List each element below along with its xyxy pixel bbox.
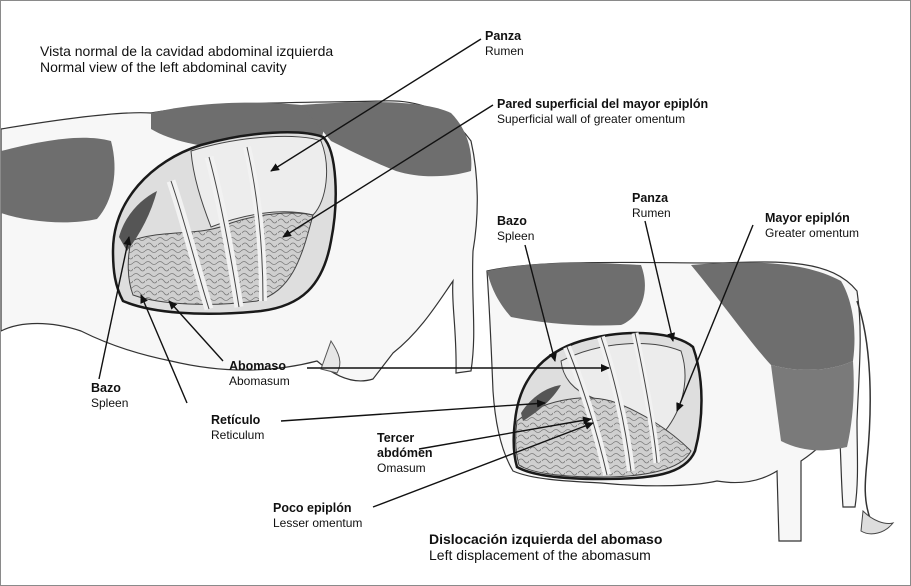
label-abomasum: Abomaso Abomasum	[229, 359, 290, 389]
label-omasum-en: Omasum	[377, 461, 433, 476]
label-rumen-top-en: Rumen	[485, 44, 524, 59]
label-omasum: Tercer abdómen Omasum	[377, 431, 433, 476]
label-spleen-right: Bazo Spleen	[497, 214, 534, 244]
label-greater-omentum: Mayor epiplón Greater omentum	[765, 211, 859, 241]
normal-view-title-en: Normal view of the left abdominal cavity	[40, 59, 333, 75]
label-superficial-wall-es: Pared superficial del mayor epiplón	[497, 97, 708, 112]
label-reticulum: Retículo Reticulum	[211, 413, 264, 443]
label-rumen-right-en: Rumen	[632, 206, 671, 221]
label-omasum-es-2: abdómen	[377, 446, 433, 461]
displacement-title: Dislocación izquierda del abomaso Left d…	[429, 531, 662, 563]
label-spleen-right-en: Spleen	[497, 229, 534, 244]
label-rumen-top-es: Panza	[485, 29, 524, 44]
label-superficial-wall-en: Superficial wall of greater omentum	[497, 112, 708, 127]
displacement-title-en: Left displacement of the abomasum	[429, 547, 662, 563]
label-abomasum-en: Abomasum	[229, 374, 290, 389]
label-lesser-omentum-en: Lesser omentum	[273, 516, 362, 531]
label-rumen-top: Panza Rumen	[485, 29, 524, 59]
label-spleen-left-es: Bazo	[91, 381, 128, 396]
label-superficial-wall: Pared superficial del mayor epiplón Supe…	[497, 97, 708, 127]
normal-view-title-es: Vista normal de la cavidad abdominal izq…	[40, 43, 333, 59]
label-reticulum-en: Reticulum	[211, 428, 264, 443]
label-reticulum-es: Retículo	[211, 413, 264, 428]
label-greater-omentum-en: Greater omentum	[765, 226, 859, 241]
label-rumen-right: Panza Rumen	[632, 191, 671, 221]
label-abomasum-es: Abomaso	[229, 359, 290, 374]
label-spleen-right-es: Bazo	[497, 214, 534, 229]
label-spleen-left: Bazo Spleen	[91, 381, 128, 411]
displacement-title-es: Dislocación izquierda del abomaso	[429, 531, 662, 547]
normal-view-title: Vista normal de la cavidad abdominal izq…	[40, 43, 333, 75]
label-spleen-left-en: Spleen	[91, 396, 128, 411]
label-greater-omentum-es: Mayor epiplón	[765, 211, 859, 226]
label-omasum-es-1: Tercer	[377, 431, 433, 446]
label-lesser-omentum: Poco epiplón Lesser omentum	[273, 501, 362, 531]
label-rumen-right-es: Panza	[632, 191, 671, 206]
label-lesser-omentum-es: Poco epiplón	[273, 501, 362, 516]
